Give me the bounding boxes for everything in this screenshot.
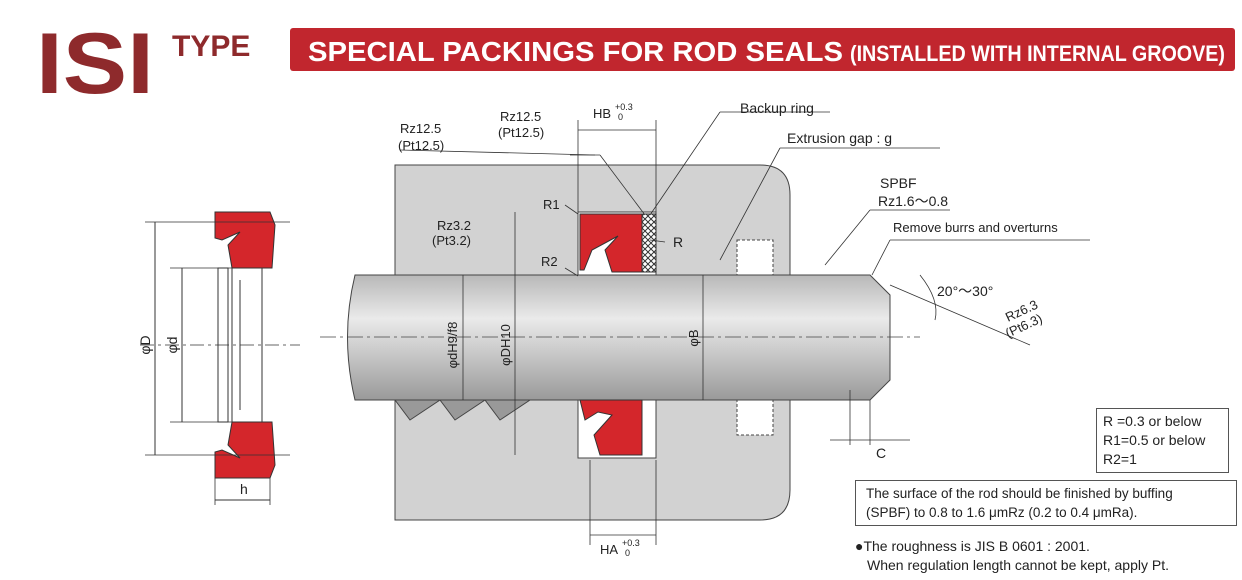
roughness-footnote: ●The roughness is JIS B 0601 : 2001. Whe… bbox=[855, 537, 1169, 575]
series-code: ISI bbox=[36, 16, 154, 112]
label-r1: R1 bbox=[543, 197, 560, 212]
title-sub: (INSTALLED WITH INTERNAL GROOVE) bbox=[850, 41, 1225, 66]
label-angle: 20°～30° bbox=[937, 283, 993, 299]
footnote-line2: When regulation length cannot be kept, a… bbox=[867, 557, 1169, 573]
dim-h: h bbox=[240, 481, 248, 497]
radius-r1: R1=0.5 or below bbox=[1103, 432, 1206, 448]
roughness-rz32: Rz3.2 bbox=[437, 218, 471, 233]
dim-dh9f8: φdH9/f8 bbox=[445, 322, 460, 369]
radius-r: R =0.3 or below bbox=[1103, 413, 1202, 429]
surface-note-line1: The surface of the rod should be finishe… bbox=[866, 486, 1173, 501]
roughness-rz125-a: Rz12.5 bbox=[400, 121, 441, 136]
backup-ring bbox=[641, 213, 657, 273]
surface-finish-note: The surface of the rod should be finishe… bbox=[855, 480, 1237, 526]
label-r2: R2 bbox=[541, 254, 558, 269]
radius-spec-box: R =0.3 or below R1=0.5 or below R2=1 bbox=[1096, 408, 1229, 473]
rod bbox=[347, 274, 891, 401]
dim-phi-b: φB bbox=[686, 329, 701, 346]
dim-hb-tol: +0.3 bbox=[615, 102, 633, 112]
label-r: R bbox=[673, 234, 683, 250]
title-banner bbox=[290, 28, 1235, 71]
dim-hb-tol0: 0 bbox=[618, 112, 623, 122]
label-remove-burrs: Remove burrs and overturns bbox=[893, 220, 1058, 235]
type-label: TYPE bbox=[172, 30, 250, 63]
title-main: SPECIAL PACKINGS FOR ROD SEALS bbox=[308, 36, 843, 67]
dim-ha-tol0: 0 bbox=[625, 548, 630, 558]
roughness-rz125-b: Rz12.5 bbox=[500, 109, 541, 124]
roughness-pt125-b: (Pt12.5) bbox=[498, 125, 544, 140]
seal-bottom bbox=[579, 399, 643, 456]
dim-ha: HA bbox=[600, 542, 618, 557]
surface-note-line2: (SPBF) to 0.8 to 1.6 μmRz (0.2 to 0.4 μm… bbox=[866, 505, 1138, 520]
label-extrusion-gap: Extrusion gap : g bbox=[787, 130, 892, 146]
dim-hb: HB bbox=[593, 106, 611, 121]
label-backup-ring: Backup ring bbox=[740, 100, 814, 116]
dim-dh10: φDH10 bbox=[498, 324, 513, 366]
footnote-line1: ●The roughness is JIS B 0601 : 2001. bbox=[855, 538, 1090, 554]
dim-ha-tol: +0.3 bbox=[622, 538, 640, 548]
dim-phi-d: φd bbox=[164, 337, 180, 354]
radius-r2: R2=1 bbox=[1103, 451, 1137, 467]
label-spbf: SPBF bbox=[880, 175, 917, 191]
dimension-lines bbox=[399, 111, 1090, 545]
label-rz16: Rz1.6～0.8 bbox=[878, 193, 948, 209]
dim-phi-D: φD bbox=[137, 335, 153, 354]
roughness-pt125-a: (Pt12.5) bbox=[398, 138, 444, 153]
roughness-pt32: (Pt3.2) bbox=[432, 233, 471, 248]
seal-section-view bbox=[140, 211, 300, 505]
dim-c: C bbox=[876, 445, 886, 461]
